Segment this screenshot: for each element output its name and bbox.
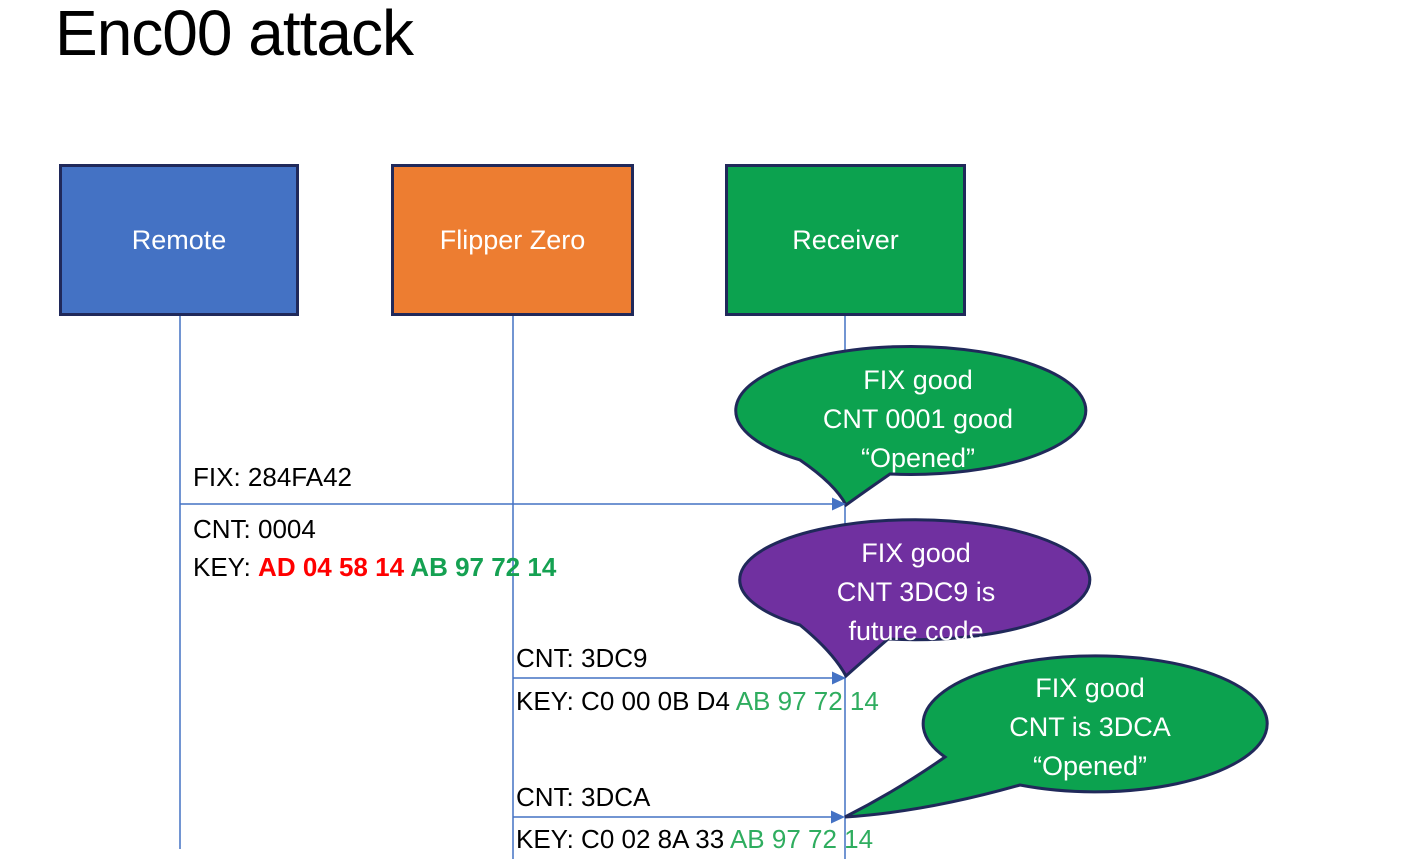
actor-label-receiver: Receiver (792, 224, 899, 255)
message-2-cnt-label: CNT: 3DC9 (516, 643, 648, 673)
message-3-key-label: KEY: C0 02 8A 33 AB 97 72 14 (516, 824, 874, 854)
arrowhead-2 (832, 671, 846, 685)
arrowhead-3 (831, 810, 845, 824)
actor-box-remote[interactable]: Remote (59, 164, 299, 316)
callout-text-1: FIX good CNT 0001 good “Opened” (822, 365, 1014, 473)
callout-bubble-1[interactable] (734, 344, 1088, 508)
message-3-cnt-label: CNT: 3DCA (516, 782, 651, 812)
actor-label-remote: Remote (131, 224, 227, 255)
arrowhead-1 (832, 497, 846, 511)
message-1-key-label: KEY: AD 04 58 14 AB 97 72 14 (193, 552, 557, 582)
actor-box-receiver[interactable]: Receiver (725, 164, 966, 316)
message-1-fix-label: FIX: 284FA42 (193, 462, 352, 492)
slide-title: Enc00 attack (55, 0, 414, 69)
callout-text-3: FIX good CNT is 3DCA “Opened” (1009, 673, 1171, 781)
actor-box-flipper-zero[interactable]: Flipper Zero (391, 164, 634, 316)
message-1-cnt-label: CNT: 0004 (193, 514, 316, 544)
actor-label-flipper-zero: Flipper Zero (439, 224, 586, 255)
callout-text-2: FIX good CNT 3DC9 is future code (836, 538, 996, 646)
callout-bubble-2[interactable] (738, 518, 1092, 679)
callout-bubble-3[interactable] (844, 654, 1269, 819)
message-2-key-label: KEY: C0 00 0B D4 AB 97 72 14 (516, 686, 879, 716)
